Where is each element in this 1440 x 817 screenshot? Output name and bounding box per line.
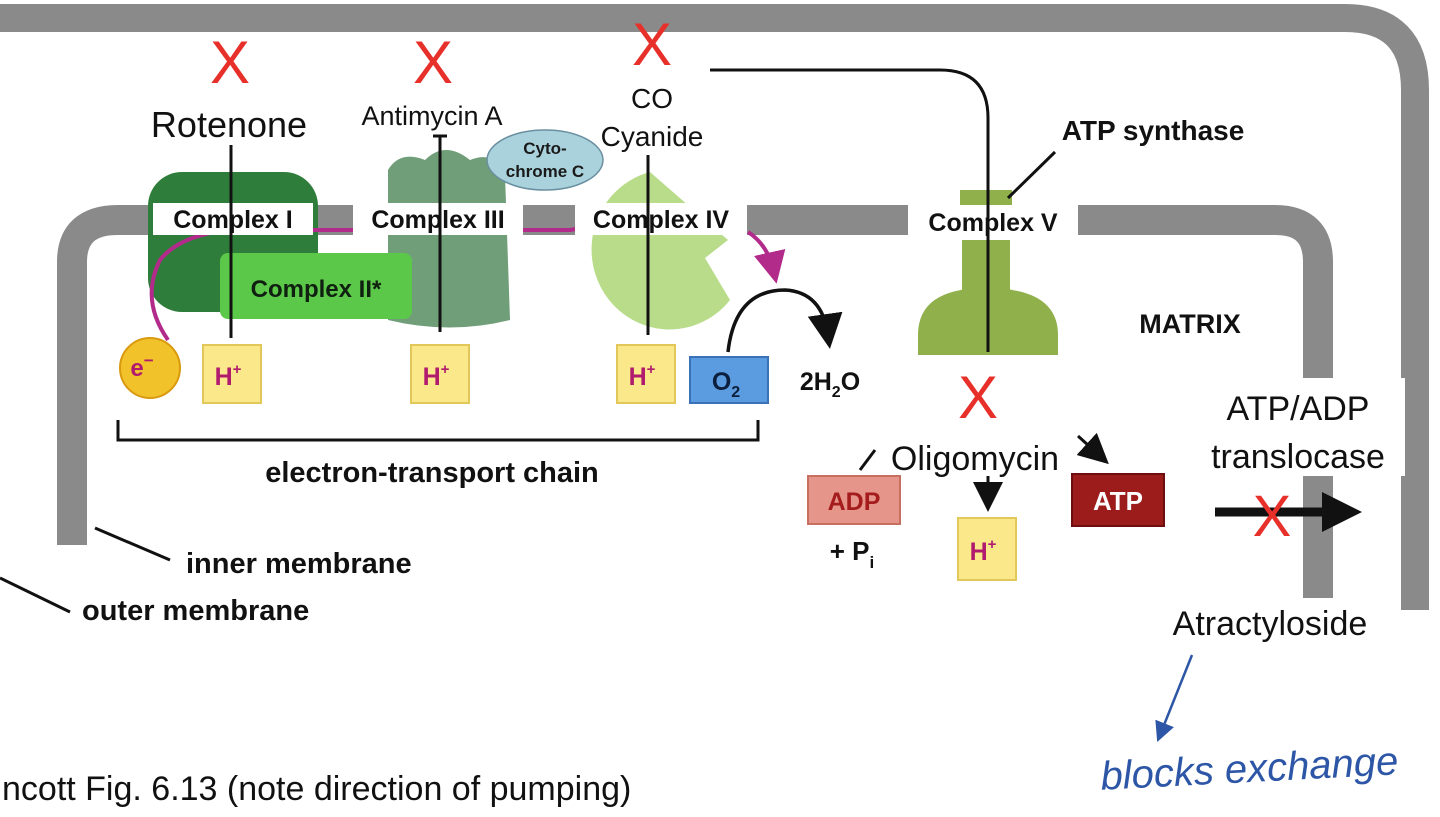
adp-box: ADP bbox=[807, 475, 901, 525]
complex-2-shape bbox=[220, 253, 412, 319]
oxygen-box: O2 bbox=[689, 356, 769, 404]
svg-text:H+: H+ bbox=[629, 361, 656, 391]
translocase-label-line2: translocase bbox=[1211, 438, 1385, 476]
etc-label: electron-transport chain bbox=[265, 457, 599, 489]
electron-sphere bbox=[119, 337, 181, 399]
proton-box-5: H+ bbox=[957, 517, 1017, 581]
proton-box-3: H+ bbox=[410, 344, 470, 404]
outer-membrane-pointer bbox=[0, 576, 71, 614]
cytochrome-c-label-line2: chrome C bbox=[506, 162, 584, 181]
atp-box: ATP bbox=[1071, 473, 1165, 527]
cyanide-block-x: X bbox=[632, 11, 672, 78]
handwritten-note: blocks exchange bbox=[1099, 739, 1399, 799]
electron-path-to-o2 bbox=[746, 230, 786, 284]
cyanide-label: Cyanide bbox=[601, 121, 704, 152]
complex-1-label: Complex I bbox=[173, 206, 292, 234]
o2-to-water-arrow bbox=[726, 288, 843, 353]
svg-text:H+: H+ bbox=[970, 536, 997, 566]
svg-text:O2: O2 bbox=[712, 368, 740, 401]
outer-membrane bbox=[0, 4, 1429, 610]
water-label: 2H2O bbox=[800, 368, 860, 401]
svg-text:H+: H+ bbox=[423, 361, 450, 391]
adp-pointer bbox=[858, 449, 877, 471]
atp-synthase-pointer bbox=[1006, 150, 1057, 200]
complex-3-shape bbox=[388, 150, 510, 328]
figure-caption: ncott Fig. 6.13 (note direction of pumpi… bbox=[2, 770, 631, 808]
inner-membrane-label: inner membrane bbox=[186, 548, 412, 580]
translocase-label-line1: ATP/ADP bbox=[1227, 390, 1370, 428]
oligomycin-label: Oligomycin bbox=[891, 440, 1059, 478]
atp-arrow bbox=[1076, 432, 1109, 465]
matrix-label: MATRIX bbox=[1139, 309, 1241, 339]
co-label: CO bbox=[631, 83, 673, 114]
atp-synthase-label: ATP synthase bbox=[1062, 115, 1245, 146]
handwritten-arrow bbox=[1155, 654, 1194, 742]
proton-box-1: H+ bbox=[202, 344, 262, 404]
complex-3-label: Complex III bbox=[371, 206, 504, 234]
cytochrome-c-label-line1: Cyto- bbox=[523, 139, 566, 158]
outer-membrane-label: outer membrane bbox=[82, 595, 309, 627]
atractyloside-label: Atractyloside bbox=[1173, 605, 1368, 643]
proton-box-4: H+ bbox=[616, 344, 676, 404]
phosphate-label: + Pi bbox=[830, 536, 874, 572]
complex-2-label: Complex II* bbox=[251, 276, 382, 303]
complex-5-label: Complex V bbox=[928, 209, 1058, 237]
complex-4-shape bbox=[591, 172, 730, 330]
etc-bracket bbox=[116, 420, 760, 442]
complex-4-label: Complex IV bbox=[593, 206, 729, 234]
antimycin-label: Antimycin A bbox=[361, 101, 502, 131]
oligomycin-block-x: X bbox=[958, 364, 998, 431]
svg-text:ATP: ATP bbox=[1093, 486, 1143, 516]
complex-5-pointer bbox=[710, 68, 990, 352]
rotenone-label: Rotenone bbox=[151, 104, 307, 145]
antimycin-block-x: X bbox=[413, 29, 453, 96]
electron-label: e− bbox=[130, 351, 153, 382]
rotenone-block-x: X bbox=[210, 29, 250, 96]
cytochrome-c bbox=[486, 129, 604, 191]
atractyloside-block-x: X bbox=[1253, 484, 1292, 549]
svg-text:ADP: ADP bbox=[828, 488, 881, 516]
inner-membrane-pointer bbox=[94, 526, 171, 562]
svg-text:H+: H+ bbox=[215, 361, 242, 391]
